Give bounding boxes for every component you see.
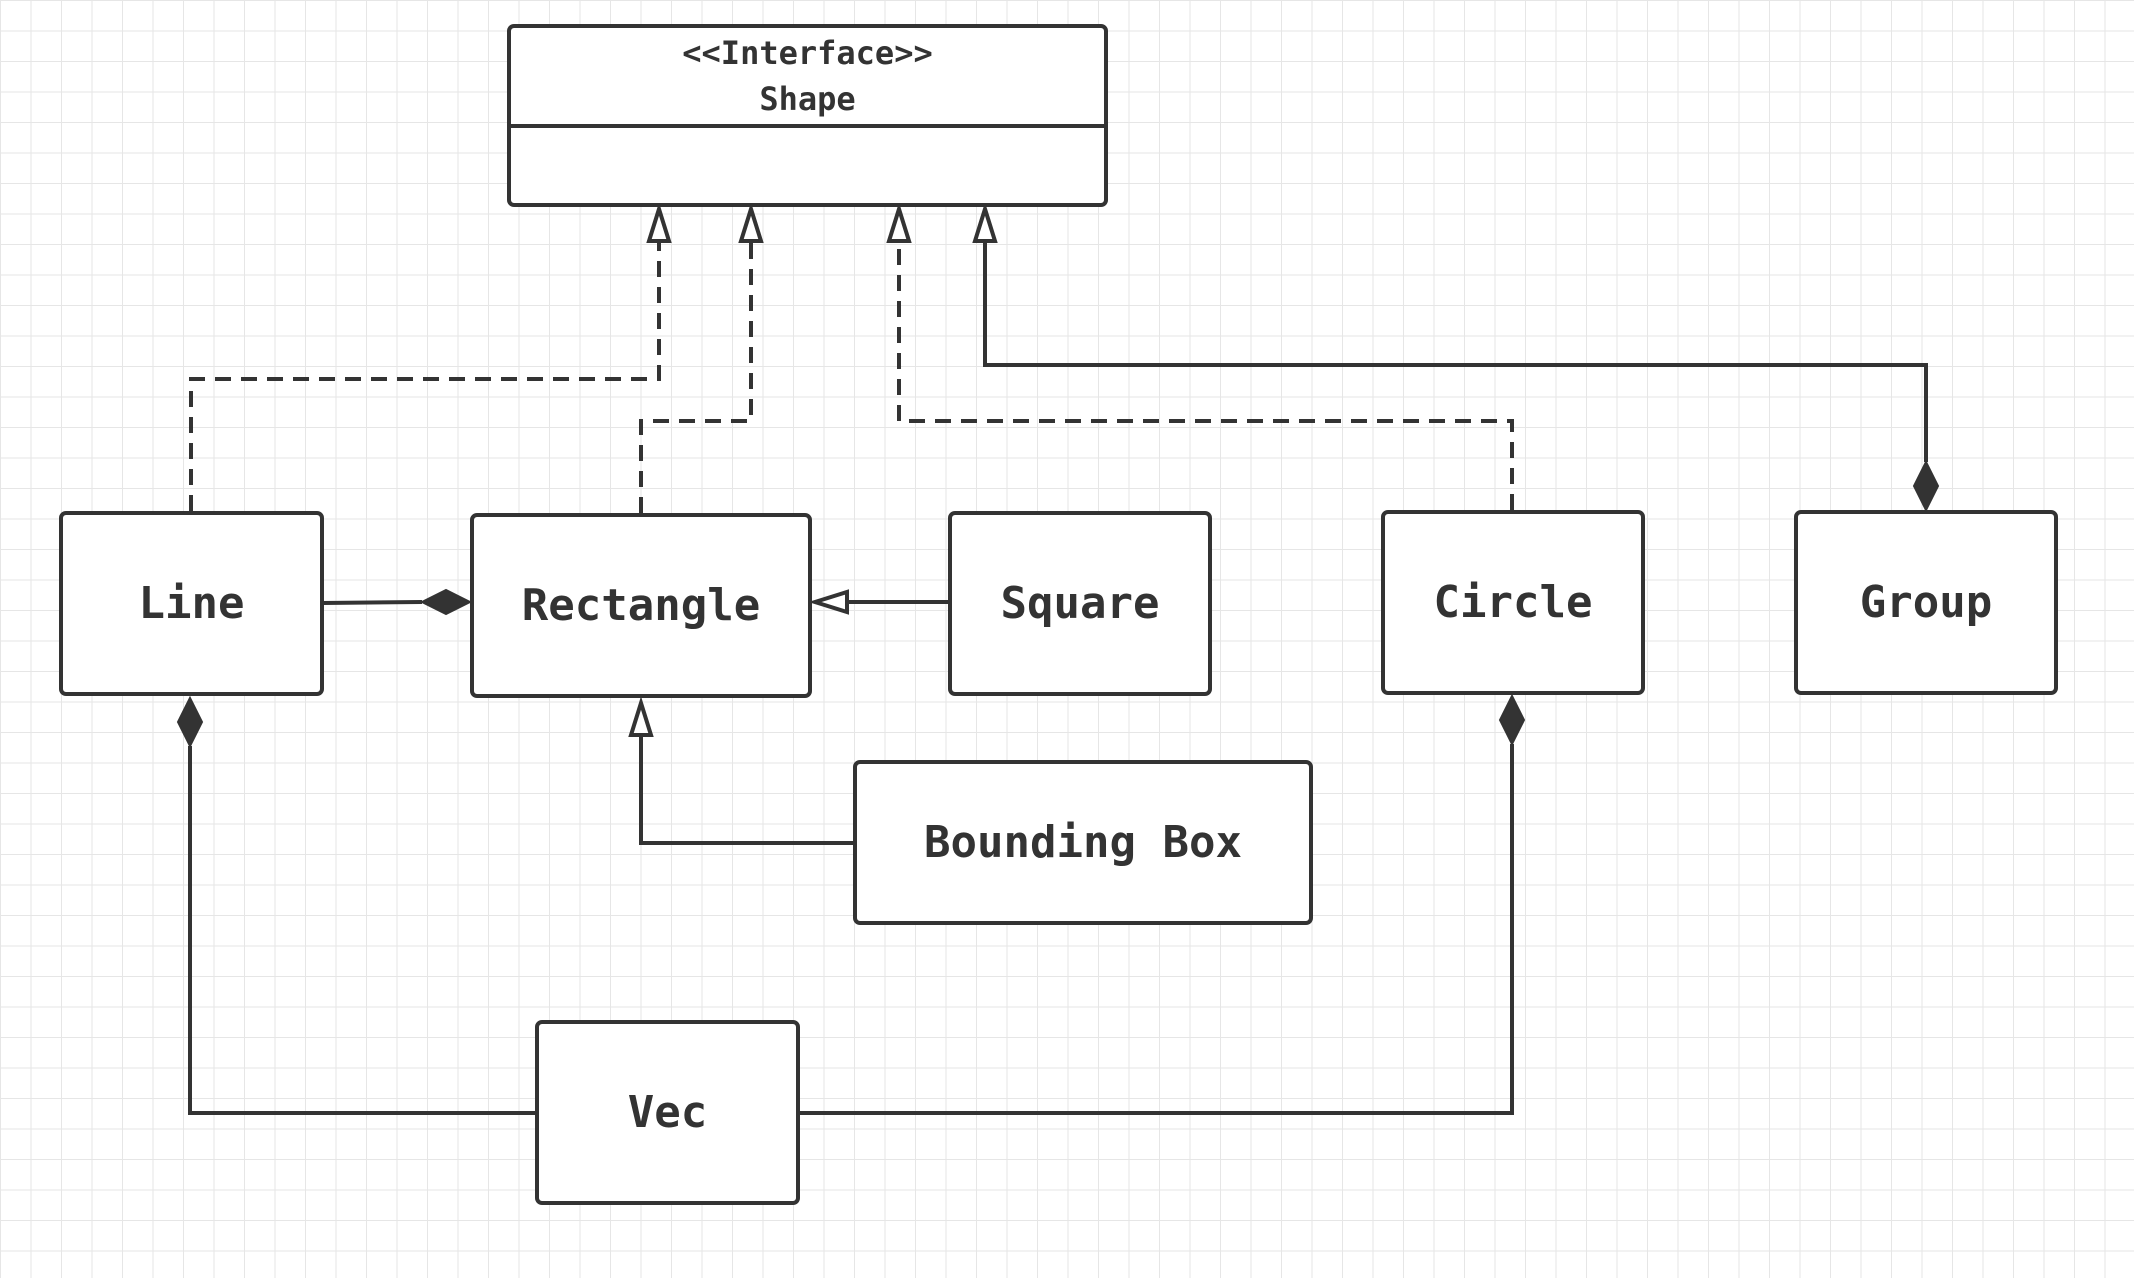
edge-line-composes-rectangle [322,600,423,605]
line-class-label: Line [138,578,245,629]
edge-rectangle-realizes-shape [639,236,753,513]
vec-class-box[interactable]: Vec [535,1020,800,1205]
circle-class-box[interactable]: Circle [1381,510,1645,695]
interface-stereotype: <<Interface>> [682,34,933,72]
edge-circle-realizes-shape [897,236,1514,510]
edge-vec-composes-line [188,746,536,1115]
shape-interface-header: <<Interface>> Shape [511,28,1104,128]
circle-class-label: Circle [1433,577,1593,628]
filled-diamond-icon [176,695,204,749]
filled-diamond-icon [419,588,473,616]
hollow-arrowhead-icon [738,202,764,243]
rectangle-class-label: Rectangle [521,580,761,631]
group-class-label: Group [1859,577,1993,628]
hollow-arrowhead-icon [972,202,998,243]
rectangle-class-box[interactable]: Rectangle [470,513,812,698]
line-class-box[interactable]: Line [59,511,324,696]
bounding-box-class-box[interactable]: Bounding Box [853,760,1313,925]
edge-group-extends-shape [983,236,1928,462]
edge-vec-composes-circle [798,744,1514,1115]
vec-class-label: Vec [627,1087,708,1138]
filled-diamond-icon [1498,693,1526,747]
hollow-arrowhead-icon [628,696,654,737]
square-class-label: Square [1000,578,1160,629]
hollow-arrowhead-icon [646,202,672,243]
edge-boundingbox-extends-rectangle [639,736,854,845]
group-class-box[interactable]: Group [1794,510,2058,695]
filled-diamond-icon [1912,459,1940,513]
bounding-box-class-label: Bounding Box [924,817,1242,868]
interface-name: Shape [759,80,856,118]
hollow-arrowhead-icon [808,589,849,615]
edge-line-realizes-shape [189,236,661,511]
shape-interface-box[interactable]: <<Interface>> Shape [507,24,1108,207]
hollow-arrowhead-icon [886,202,912,243]
square-class-box[interactable]: Square [948,511,1212,696]
